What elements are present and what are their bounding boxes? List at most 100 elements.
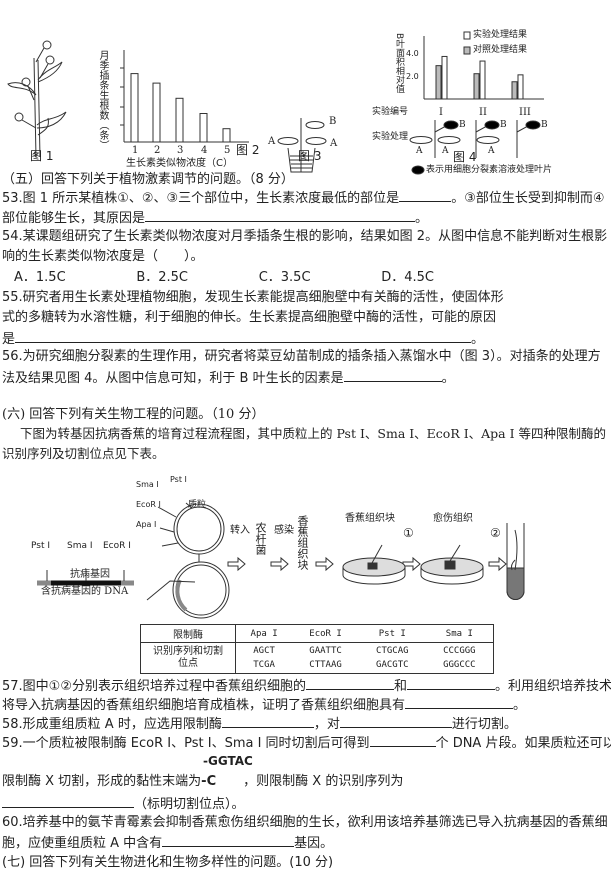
- q56-blank[interactable]: [343, 369, 442, 382]
- fig4-row-number-label: 实验编号: [372, 107, 409, 117]
- q60-line1: 60.培养基中的氨苄青霉素会抑制香蕉愈伤组织细胞的生长，欲利用该培养基筛选已导入…: [2, 815, 608, 830]
- fig4-bar-control-I: [435, 65, 442, 100]
- q59-line2: 限制酶 X 切割，形成的黏性末端为-C，则限制酶 X 的识别序列为: [2, 774, 404, 789]
- q53-line2: 部位能够生长，其原因是。: [2, 209, 429, 226]
- fig4-group-1: I: [439, 107, 443, 118]
- section5-heading: （五）回答下列关于植物激素调节的问题。（8 分）: [2, 172, 294, 187]
- dna-strand: [37, 570, 134, 586]
- fig4-row-treatment-label: 实验处理: [372, 132, 409, 142]
- q59-blank-2[interactable]: [2, 795, 134, 808]
- q56-line2: 法及结果见图 4。从图中信息可知，利于 B 叶生长的因素是。: [2, 369, 455, 386]
- step-2-marker: ②: [490, 526, 501, 540]
- fig4-group-2: II: [479, 107, 487, 118]
- plasmid-apa-label: Apa I: [136, 520, 157, 529]
- q57-line2: 将导入抗病基因的香蕉组织细胞培育成植株，证明了香蕉组织细胞具有。: [2, 696, 527, 713]
- fig4-label-b1: B: [459, 120, 466, 130]
- fig2-bar-4: [199, 113, 208, 143]
- q54-option-c[interactable]: C．3.5C: [258, 270, 311, 285]
- section6-heading: (六) 回答下列有关生物工程的问题。（10 分）: [2, 407, 265, 422]
- q58-line: 58.形成重组质粒 A 时，应选用限制酶，对进行切割。: [2, 715, 517, 732]
- fig2-tick-label: 3: [177, 145, 184, 156]
- fig4-bar-experiment-II: [479, 60, 486, 100]
- fig4-bar-experiment-I: [441, 55, 448, 100]
- fig2-tick-label: 1: [132, 145, 139, 156]
- q57-blank-2[interactable]: [407, 677, 495, 690]
- banana-tissue-label: 香蕉组织块: [345, 513, 395, 524]
- fig4-label-a1: A: [416, 146, 423, 156]
- fig2-caption: 图 2: [236, 143, 260, 157]
- q54-option-b[interactable]: B．2.5C: [136, 270, 189, 285]
- q59-line3: （标明切割位点）。: [2, 795, 245, 813]
- q55-blank[interactable]: [15, 330, 472, 343]
- restriction-enzyme-table: 限制酶 Apa I EcoR I Pst I Sma I 识别序列和切割位点 A…: [140, 624, 494, 674]
- q60-line2: 胞，应使重组质粒 A 中含有基因。: [2, 834, 334, 851]
- fig3-beaker-drawing: [277, 118, 327, 173]
- infect-label: 感染: [274, 525, 294, 536]
- fig1-caption: 图 1: [30, 149, 54, 163]
- q58-blank-2[interactable]: [339, 715, 452, 728]
- sticky-end-bottom: -C: [201, 774, 217, 789]
- section6-intro-1: 下图为转基因抗病香蕉的培育过程流程图，其中质粒上的 Pst I、Sma I、Ec…: [20, 426, 607, 441]
- q57-blank-3[interactable]: [405, 696, 514, 709]
- plasmid-sma-label: Sma I: [136, 480, 159, 489]
- plasmid-pst-label: Pst I: [170, 475, 187, 484]
- gene-label: 抗病基因: [70, 569, 110, 580]
- fig4-legend-ctrl: 对照处理结果: [473, 45, 528, 55]
- fig4-label-b3: B: [541, 120, 548, 130]
- fig4-ytick-2: 2.0: [406, 72, 419, 81]
- q59-line1: 59.一个质粒被限制酶 EcoR I、Pst I、Sma I 同时切割后可得到个…: [2, 734, 611, 751]
- fig3-caption: 图 3: [298, 149, 322, 163]
- test-tube: [506, 523, 525, 600]
- q59-blank-1[interactable]: [369, 734, 436, 747]
- fig2-tick-label: 5: [224, 145, 231, 156]
- q55-line1: 55.研究者用生长素处理植物细胞，发现生长素能提高细胞壁中有关酶的活性，使固体形: [2, 290, 504, 305]
- dna-pst-label: Pst I: [31, 541, 51, 551]
- q53-line1: 53.图 1 所示某植株①、②、③三个部位中，生长素浓度最低的部位是。③部位生长…: [2, 189, 605, 206]
- q54-option-d[interactable]: D．4.5C: [381, 270, 434, 285]
- step-1-marker: ①: [403, 526, 414, 540]
- fig2-ylabel: 月季插条生根数（条）: [97, 50, 108, 150]
- fig4-legend-exp: 实验处理结果: [473, 30, 528, 40]
- table-header-enzyme: 限制酶: [140, 624, 236, 643]
- table-header-pst: Pst I: [358, 624, 426, 643]
- q53-blank-1[interactable]: [399, 189, 452, 202]
- fig3-label-a-right: A: [330, 138, 338, 149]
- fig2-xlabel: 生长素类似物浓度（C）: [126, 158, 233, 169]
- fig3-label-a-left: A: [268, 136, 276, 147]
- table-row-label: 识别序列和切割位点: [140, 642, 236, 674]
- q57-blank-1[interactable]: [305, 677, 394, 690]
- fig2-tick-label: 4: [201, 145, 208, 156]
- sticky-end-top: -GGTAC: [203, 754, 253, 768]
- culture-dishes: [342, 544, 484, 585]
- section6-intro-2: 识别序列及切割位点见下表。: [2, 446, 165, 461]
- fig2-bar-2: [152, 82, 161, 143]
- fig4-treatment-drawings: [409, 120, 541, 175]
- q53-blank-2[interactable]: [145, 209, 416, 222]
- fig2-bar-5: [222, 128, 231, 143]
- q54-option-a[interactable]: A．1.5C: [14, 270, 66, 285]
- flow-arrows: [227, 556, 507, 572]
- agrobacterium-label: 农杆菌: [254, 522, 267, 555]
- q60-blank[interactable]: [162, 834, 295, 847]
- plasmid-ecor-label: EcoR I: [136, 500, 161, 509]
- plasmid-label: 质粒: [188, 500, 207, 510]
- fig4-caption: 图 4: [453, 150, 477, 164]
- dna-sma-label: Sma I: [67, 541, 93, 551]
- fig1-plant-drawing: [7, 40, 67, 158]
- q55-line2: 式的多糖转为水溶性糖，利于细胞的伸长。生长素提高细胞壁中酶的活性，可能的原因: [2, 310, 497, 325]
- q58-blank-1[interactable]: [221, 715, 314, 728]
- table-header-apa: Apa I: [235, 624, 293, 643]
- fig3-label-b: B: [329, 116, 337, 127]
- q55-line3: 是。: [2, 330, 485, 347]
- q56-line1: 56.为研究细胞分裂素的生理作用，研究者将菜豆幼苗制成的插条插入蒸馏水中（图 3…: [2, 349, 601, 364]
- fig4-bar-control-III: [511, 81, 518, 100]
- fig4-legend-swatches: [463, 31, 471, 55]
- fig2-bar-3: [175, 97, 184, 143]
- fig4-ytick-4: 4.0: [406, 49, 419, 58]
- fig4-label-a2: A: [442, 146, 449, 156]
